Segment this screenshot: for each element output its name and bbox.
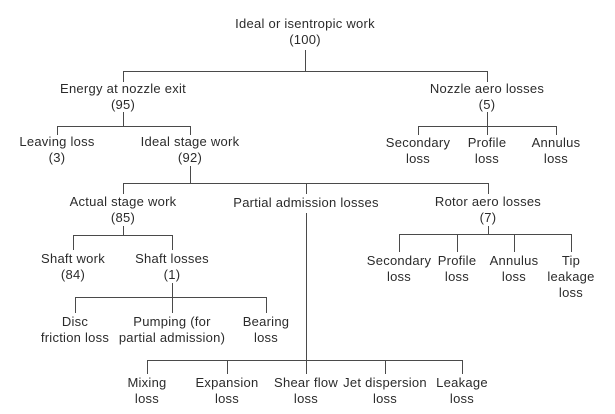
node-nozzle-annulus-loss: Annulus loss (531, 135, 581, 166)
node-partial-admission-losses: Partial admission losses (233, 195, 379, 210)
connector-drop-leaving (57, 126, 58, 135)
node-shaft-work: Shaft work (84) (41, 251, 105, 282)
connector-drop-disc (75, 297, 76, 313)
node-nozzle-profile-loss: Profile loss (467, 135, 507, 166)
connector-drop-rotor-annulus (514, 234, 515, 252)
connector-drop-rotor (488, 183, 489, 194)
connector-drop-nozzle-annulus (556, 126, 557, 135)
node-ideal-stage-work: Ideal stage work (92) (140, 134, 240, 165)
connector-drop-jet-dispersion (385, 360, 386, 374)
node-pumping-partial-admission-loss: Pumping (for partial admission) (118, 314, 226, 345)
connector-drop-bearing (266, 297, 267, 313)
node-actual-stage-work: Actual stage work (85) (69, 194, 177, 225)
connector-actual-stem (123, 226, 124, 235)
node-rotor-aero-losses: Rotor aero losses (7) (434, 194, 542, 225)
connector-rotor-stem (488, 226, 489, 234)
connector-drop-shaft-losses (172, 235, 173, 250)
node-mixing-loss: Mixing loss (127, 375, 167, 406)
connector-root-bar (123, 71, 488, 72)
connector-nozzle-stem (487, 112, 488, 126)
connector-drop-nozzle-profile (487, 126, 488, 135)
connector-partial-long-stem (306, 213, 307, 374)
connector-actual-bar (73, 235, 173, 236)
connector-drop-shaft-work (73, 235, 74, 250)
node-leakage-loss: Leakage loss (436, 375, 488, 406)
node-energy-at-nozzle-exit: Energy at nozzle exit (95) (60, 81, 186, 112)
node-tip-leakage-loss: Tip leakage loss (547, 253, 595, 300)
node-leaving-loss: Leaving loss (3) (19, 134, 95, 165)
connector-drop-nozzle-secondary (418, 126, 419, 135)
connector-drop-energy (123, 71, 124, 82)
connector-drop-ideal-stage (190, 126, 191, 135)
node-disc-friction-loss: Disc friction loss (40, 314, 110, 345)
connector-rotor-bar (399, 234, 572, 235)
connector-energy-stem (123, 112, 124, 126)
connector-energy-bar (57, 126, 191, 127)
connector-ideal-stage-stem (190, 166, 191, 183)
connector-drop-mixing (147, 360, 148, 374)
connector-shaft-losses-bar (75, 297, 267, 298)
node-nozzle-aero-losses: Nozzle aero losses (5) (429, 81, 545, 112)
connector-drop-actual (123, 183, 124, 194)
node-shaft-losses: Shaft losses (1) (135, 251, 209, 282)
node-bearing-loss: Bearing loss (242, 314, 290, 345)
node-rotor-profile-loss: Profile loss (437, 253, 477, 284)
node-ideal-or-isentropic-work: Ideal or isentropic work (100) (235, 16, 375, 47)
connector-drop-pumping (172, 297, 173, 313)
connector-partial-bar (147, 360, 463, 361)
connector-drop-rotor-profile (457, 234, 458, 252)
node-expansion-loss: Expansion loss (195, 375, 259, 406)
node-rotor-annulus-loss: Annulus loss (489, 253, 539, 284)
node-rotor-secondary-loss: Secondary loss (366, 253, 432, 284)
node-shear-flow-loss: Shear flow loss (274, 375, 338, 406)
node-jet-dispersion-loss: Jet dispersion loss (343, 375, 427, 406)
connector-drop-rotor-secondary (399, 234, 400, 252)
connector-root-stem (305, 50, 306, 71)
connector-drop-expansion (227, 360, 228, 374)
connector-drop-leakage (462, 360, 463, 374)
connector-drop-nozzle-aero (487, 71, 488, 82)
connector-shaft-losses-stem (172, 283, 173, 297)
connector-drop-tip-leakage (571, 234, 572, 252)
connector-drop-partial (306, 183, 307, 194)
node-nozzle-secondary-loss: Secondary loss (385, 135, 451, 166)
